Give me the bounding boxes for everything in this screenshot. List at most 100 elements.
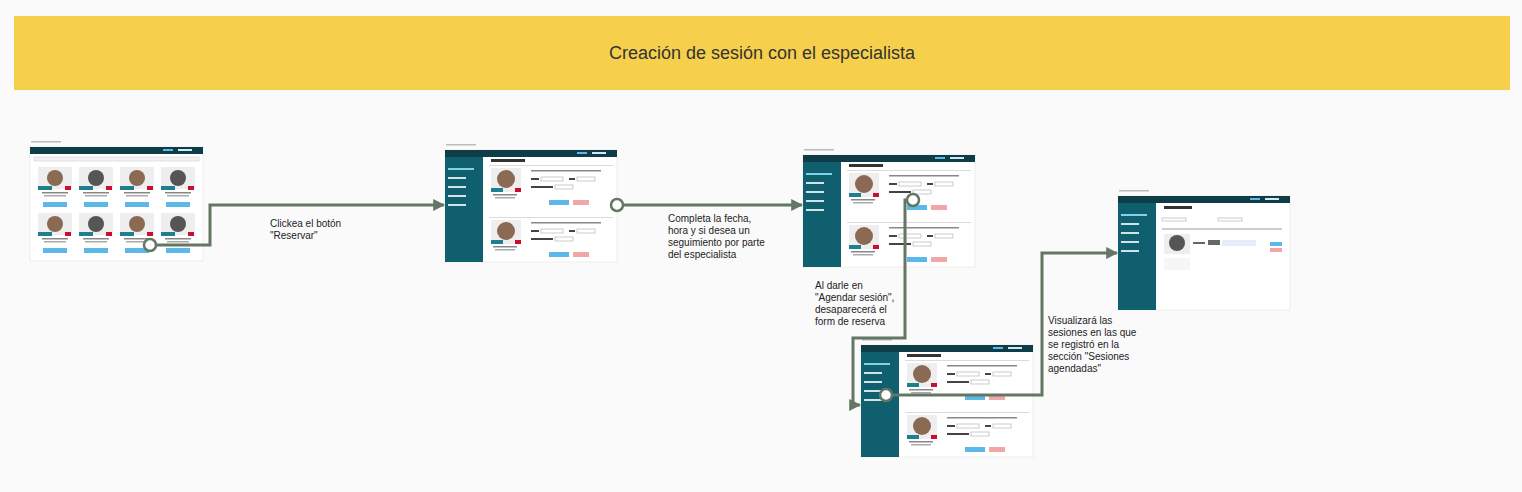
- flag: [65, 232, 71, 236]
- avatar: [47, 170, 63, 186]
- form-label: [889, 235, 897, 237]
- card-line: [165, 192, 191, 194]
- card-line: [126, 195, 148, 197]
- form-field: [935, 182, 953, 186]
- form-label: [985, 373, 991, 375]
- form-field: [541, 229, 563, 233]
- nav-link: [163, 149, 173, 151]
- card-tag: [491, 188, 503, 192]
- form-label: [531, 186, 553, 188]
- sidebar-link: [864, 372, 882, 374]
- form-title: [947, 365, 1017, 367]
- form-field: [971, 380, 989, 384]
- top-bar: [445, 150, 617, 157]
- nav-link: [1265, 198, 1279, 200]
- card-line: [42, 192, 68, 194]
- divider: [905, 412, 1029, 414]
- heading-mark: [1164, 206, 1192, 209]
- screen-caption-mark: [446, 144, 476, 146]
- form-field: [957, 372, 979, 376]
- screen-ground: [445, 150, 617, 262]
- reserve-button: [166, 248, 190, 253]
- form-label: [947, 381, 969, 383]
- card-photo: [120, 167, 154, 189]
- card-line: [909, 441, 933, 443]
- form-field: [577, 177, 595, 181]
- flag: [188, 186, 194, 190]
- table-cell: [1222, 240, 1256, 246]
- nav-link: [1250, 198, 1260, 200]
- diagram-title: Creación de sesión con el especialista: [14, 16, 1510, 90]
- divider: [489, 217, 613, 219]
- sidebar: [1118, 203, 1156, 310]
- form-title: [889, 175, 959, 177]
- sidebar-link: [1121, 223, 1139, 225]
- sidebar-link: [806, 182, 824, 184]
- avatar: [913, 365, 931, 383]
- select-box: [1162, 218, 1186, 221]
- annotation: Visualizará las sesiones en las que se r…: [1048, 315, 1140, 375]
- card-line: [42, 238, 68, 240]
- reserve-button: [43, 202, 67, 207]
- flow-line: [617, 204, 802, 207]
- sidebar-link: [448, 168, 474, 170]
- card-photo: [38, 167, 72, 189]
- divider: [905, 360, 1029, 362]
- flag: [106, 232, 112, 236]
- card-tag: [491, 240, 503, 244]
- screen-caption-mark: [804, 149, 834, 151]
- sidebar-link: [1121, 241, 1139, 243]
- sidebar: [445, 157, 483, 262]
- sidebar-link: [1121, 232, 1139, 234]
- form-label: [889, 183, 897, 185]
- divider: [847, 222, 971, 224]
- card-line: [495, 249, 515, 251]
- card-tag: [907, 435, 919, 439]
- top-bar: [1118, 196, 1290, 203]
- sidebar-link: [448, 177, 466, 179]
- card-line: [851, 251, 875, 253]
- form-title: [947, 417, 1017, 419]
- flag: [873, 193, 879, 197]
- card-photo: [79, 167, 113, 189]
- form-label: [947, 433, 969, 435]
- reserve-button: [125, 202, 149, 207]
- form-field: [913, 242, 931, 246]
- sidebar-link: [864, 390, 882, 392]
- card-tag: [120, 186, 134, 190]
- heading-mark: [491, 159, 525, 162]
- cancel-button: [989, 447, 1005, 452]
- avatar: [129, 216, 145, 232]
- top-bar: [861, 345, 1033, 352]
- form-field: [555, 185, 573, 189]
- annotation: Al darle en "Agendar sesión", desaparece…: [815, 280, 899, 328]
- nav-link: [993, 347, 1003, 349]
- sidebar-link: [864, 363, 890, 365]
- form-field: [899, 182, 921, 186]
- flag: [147, 232, 153, 236]
- flow-start-dot: [907, 194, 919, 206]
- form-title: [531, 170, 601, 172]
- top-bar: [30, 147, 203, 154]
- card-tag: [120, 232, 134, 236]
- avatar: [170, 170, 186, 186]
- form-label: [531, 230, 539, 232]
- card-line: [167, 195, 189, 197]
- select-box: [1218, 218, 1242, 221]
- card-photo: [120, 213, 154, 235]
- heading-mark: [907, 354, 941, 357]
- card-lines: [1164, 258, 1190, 270]
- flag: [931, 383, 937, 387]
- reserve-button: [84, 248, 108, 253]
- schedule-button: [549, 252, 569, 257]
- screen-ground: [861, 345, 1033, 457]
- flag: [515, 188, 521, 192]
- avatar: [1169, 235, 1185, 251]
- avatar: [47, 216, 63, 232]
- avatar: [88, 216, 104, 232]
- reserve-button: [84, 202, 108, 207]
- nav-link: [592, 152, 606, 154]
- nav-link: [1008, 347, 1022, 349]
- card-line: [85, 241, 107, 243]
- nav-link: [935, 157, 945, 159]
